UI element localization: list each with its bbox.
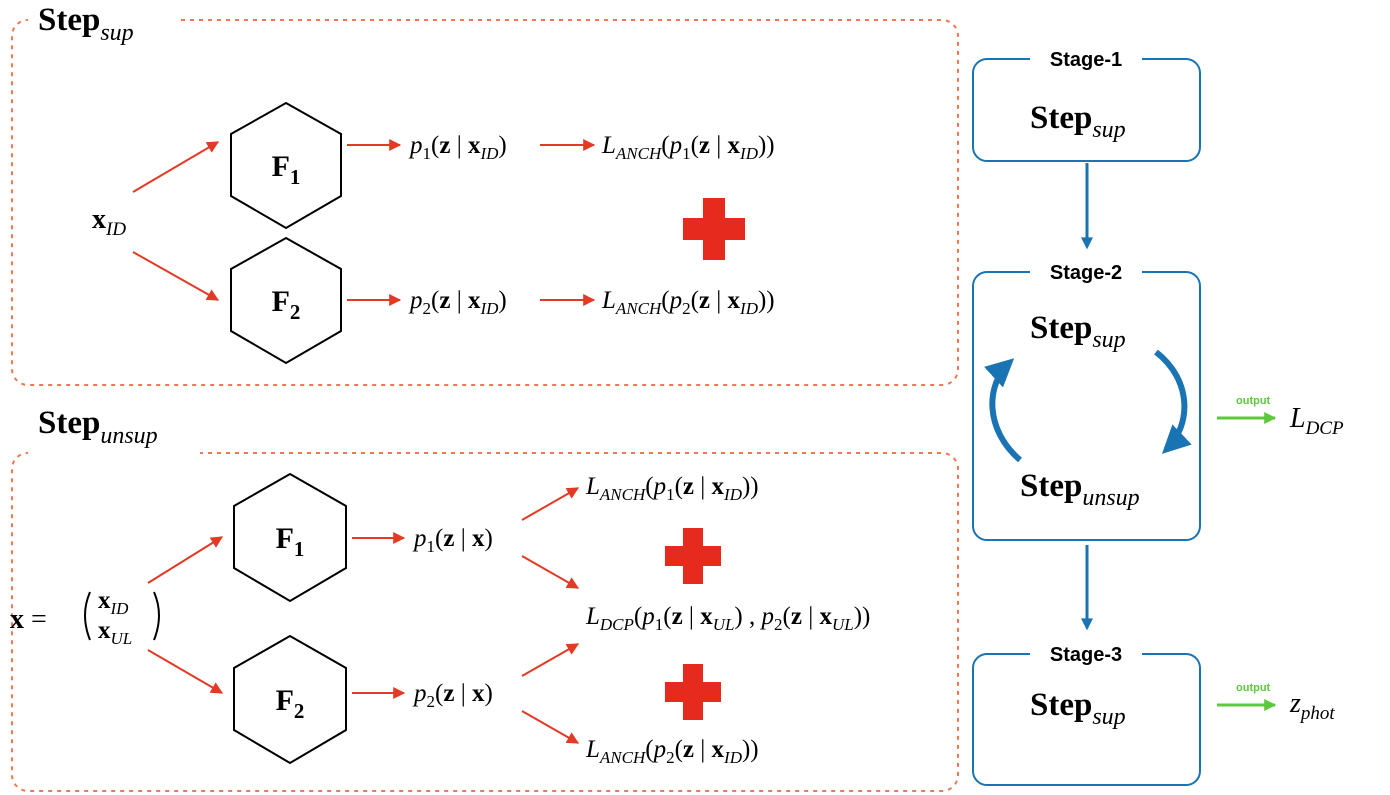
output-ldcp-value: LDCP [1289,403,1344,439]
step-unsup-title: Stepunsup [38,405,158,449]
step-sup-loss-anch-2: LANCH(p2(z | xID)) [601,287,775,318]
step-sup-title-mask [28,0,176,42]
plus-sign-icon [665,664,721,720]
arrow-input-to-f2 [147,649,224,694]
loop-arrow-right-icon [1154,349,1192,454]
step-unsup-p2-formula: p2(z | x) [412,680,493,711]
arrow-input-to-f1 [132,141,220,193]
stages-column: Stage-1 Stepsup Stage-2 Stepsup Stepunsu… [972,46,1201,786]
step-unsup-input-top: xID [98,587,129,618]
step-sup-p2-formula: p2(z | xID) [408,287,507,318]
network-f2-label: F2 [276,684,305,723]
step-unsup-arrows [147,487,580,744]
step-sup-input-x-id: xID [92,204,126,240]
vector-left-paren [84,591,91,641]
stage-2-label-mask [1030,259,1142,285]
step-unsup-loss-dcp: LDCP(p1(z | xUL) , p2(z | xUL)) [585,603,870,634]
loop-arrow-left-icon [984,358,1022,463]
step-sup-loss-anch-1: LANCH(p1(z | xID)) [601,132,775,163]
network-f1-hexagon-icon [233,472,347,603]
vector-right-paren [153,591,160,641]
output-ldcp: output LDCP [1217,395,1344,439]
arrow-p1-to-loss-anch1 [521,487,580,521]
stage-2-step-sup: Stepsup [1030,310,1126,353]
step-unsup-title-mask [28,425,200,465]
stage-3-label-mask [1030,641,1142,667]
step-unsup-panel: Stepunsup x = xID xUL F1 F2 [10,405,959,792]
step-unsup-input-x: x = [10,604,47,635]
arrow-p1-to-loss-dcp [521,555,580,589]
step-sup-arrows [132,139,596,306]
arrow-input-to-f2 [132,251,220,301]
arrow-p2-to-loss-anch2 [521,710,580,744]
plus-sign-icon [683,198,745,260]
network-f1-hexagon-icon [230,101,342,230]
step-unsup-p1-formula: p1(z | x) [412,525,493,556]
step-sup-border [11,19,959,386]
step-sup-title: Stepsup [38,2,134,46]
arrow-p2-to-loss-dcp [521,643,580,677]
step-unsup-input-bottom: xUL [98,617,132,648]
arrow-input-to-f1 [147,536,224,584]
step-unsup-border [11,452,959,792]
network-f1-label: F1 [276,522,305,561]
step-sup-panel: Stepsup xID F1 F2 p1(z | xID) [11,0,959,386]
output-tag: output [1236,682,1271,694]
network-f2-hexagon-icon [233,634,347,765]
network-f1-label: F1 [272,150,301,189]
stage-2-label: Stage-2 [1050,262,1122,284]
output-tag: output [1236,395,1271,407]
output-zphot: output zphot [1217,682,1335,724]
stage-3-label: Stage-3 [1050,644,1122,666]
stage-1-label-mask [1030,46,1142,72]
stage-1-label: Stage-1 [1050,49,1122,71]
plus-sign-icon [665,528,721,584]
stage-2-step-unsup: Stepunsup [1020,468,1140,511]
network-f2-label: F2 [272,285,301,324]
step-sup-p1-formula: p1(z | xID) [408,132,507,163]
step-unsup-loss-anch-1: LANCH(p1(z | xID)) [585,473,759,504]
stage-1-step: Stepsup [1030,100,1126,143]
network-f2-hexagon-icon [230,236,342,365]
output-zphot-value: zphot [1289,688,1335,724]
stage-3-step: Stepsup [1030,687,1126,730]
step-unsup-loss-anch-2: LANCH(p2(z | xID)) [585,736,759,767]
